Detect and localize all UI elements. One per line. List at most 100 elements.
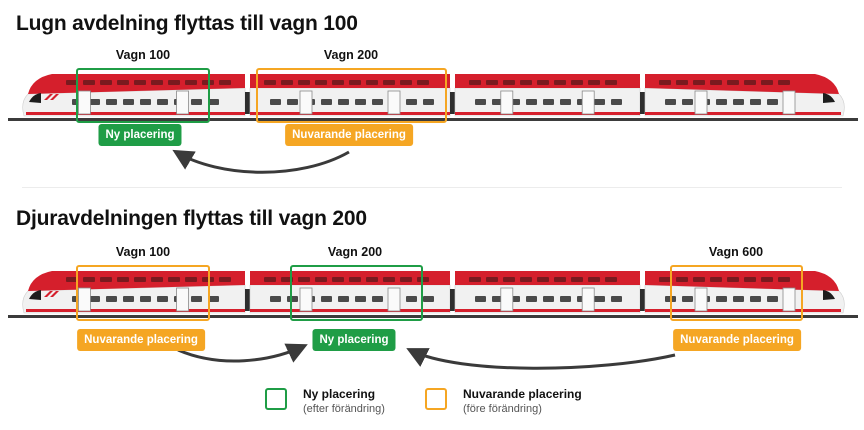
train-door [694,90,708,115]
car-label-vagn-200: Vagn 200 [327,245,383,259]
train-window-lower [140,99,151,105]
section-title-1: Lugn avdelning flyttas till vagn 100 [16,12,358,35]
train-window-lower [355,99,366,105]
train-window-upper [659,80,671,85]
train-logo-icon [44,94,59,100]
train-window-upper [315,80,327,85]
legend-sublabel-current: (före förändring) [463,403,542,415]
train-window-lower [140,296,151,302]
train-window-lower [287,296,298,302]
train-window-upper [469,277,481,282]
train-window-lower [191,99,202,105]
train-window-upper [676,277,688,282]
highlight-current-vagn-200 [256,68,447,123]
train-door [78,90,91,115]
train-car [249,74,451,117]
train-window-upper [100,277,112,282]
move-arrow-bottom-right [406,348,676,370]
train-window-lower [208,99,219,105]
legend-swatch-new [265,388,287,410]
train-window-upper [676,80,688,85]
train-window-upper [588,277,600,282]
highlight-current-vagn-600 [670,265,803,321]
train-window-lower [157,99,168,105]
train-window-lower [406,99,417,105]
train-window-upper [778,277,790,282]
train-car-belt [645,112,841,115]
badge-current-placement: Nuvarande placering [77,329,205,351]
train-window-upper [400,277,412,282]
train-window-lower [475,296,486,302]
train-window-upper [83,80,95,85]
train-car [644,74,845,117]
train-window-lower [733,99,744,105]
train-window-upper [315,277,327,282]
train-window-lower [560,296,571,302]
train-window-upper [520,80,532,85]
train-window-upper [554,277,566,282]
legend-swatch-current [425,388,447,410]
train-cab-window [29,93,41,103]
train-car [249,271,451,314]
train-door [694,287,708,312]
train-window-upper [605,277,617,282]
highlight-new-vagn-100 [76,68,210,123]
train-window-upper [117,80,129,85]
train-window-upper [264,80,276,85]
train-window-lower [750,99,761,105]
train-door [78,287,91,312]
train-cab-window [823,93,835,103]
train-window-lower [321,99,332,105]
train-coupling [450,289,455,311]
train-window-lower [682,296,693,302]
train-window-upper [264,277,276,282]
car-label-vagn-200: Vagn 200 [323,48,379,62]
train-car-belt [26,112,245,115]
train-window-upper [168,80,180,85]
train-car [454,74,641,117]
train-car [22,271,246,314]
highlight-current-vagn-100 [76,265,210,321]
train-window-upper [503,277,515,282]
train-window-upper [744,80,756,85]
train-coupling [245,92,250,114]
train-window-upper [417,80,429,85]
train-window-upper [778,80,790,85]
train-cab-window [823,290,835,300]
train-window-lower [355,296,366,302]
train-door [299,287,313,312]
train-window-upper [219,277,231,282]
track-rail [8,118,858,121]
train-window-upper [66,277,78,282]
train-window-upper [383,80,395,85]
train-door [782,90,796,115]
train-window-upper [537,277,549,282]
train-cab-window [29,290,41,300]
train-window-lower [492,99,503,105]
train-window-lower [665,99,676,105]
train-window-upper [349,80,361,85]
train-window-upper [66,80,78,85]
train-window-lower [526,99,537,105]
train-window-upper [571,80,583,85]
train-window-lower [423,99,434,105]
train-window-upper [383,277,395,282]
train-window-upper [469,80,481,85]
train-window-lower [594,99,605,105]
train-window-upper [710,80,722,85]
train-window-lower [526,296,537,302]
train-window-upper [727,80,739,85]
train-car-roof [645,74,839,94]
train-door [500,90,514,115]
train-coupling [640,92,645,114]
train-door [500,287,514,312]
train-window-lower [89,296,100,302]
train-window-lower [106,296,117,302]
train-coupling [640,289,645,311]
train-window-lower [321,296,332,302]
car-label-vagn-600: Vagn 600 [708,245,764,259]
train-top [8,74,858,121]
train-window-upper [693,80,705,85]
train-window-lower [123,99,134,105]
train-coupling [450,92,455,114]
